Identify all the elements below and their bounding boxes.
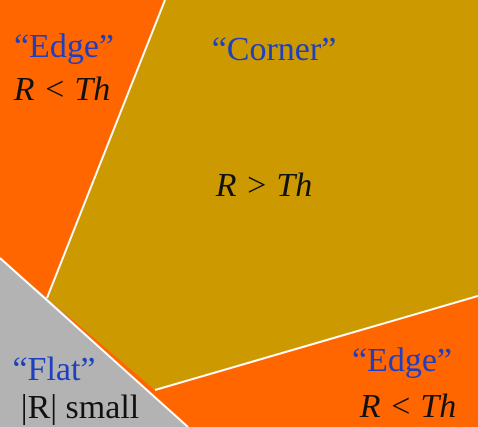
boundary-line-flat: [0, 257, 189, 427]
corner-region: [47, 0, 478, 390]
edge-bottom-right-label: “Edge”: [352, 342, 452, 379]
boundary-line-edge-corner-left: [46, 0, 166, 299]
edge-top-left-label: “Edge”: [14, 28, 114, 65]
edge-bottom-right-condition: R < Th: [359, 388, 457, 425]
flat-label: “Flat”: [12, 351, 95, 388]
boundary-line-edge-corner-bottom: [154, 295, 478, 391]
flat-condition: |R| small: [21, 389, 139, 426]
corner-label: “Corner”: [212, 31, 337, 68]
corner-condition: R > Th: [215, 167, 313, 204]
edge-top-left-condition: R < Th: [13, 71, 111, 108]
